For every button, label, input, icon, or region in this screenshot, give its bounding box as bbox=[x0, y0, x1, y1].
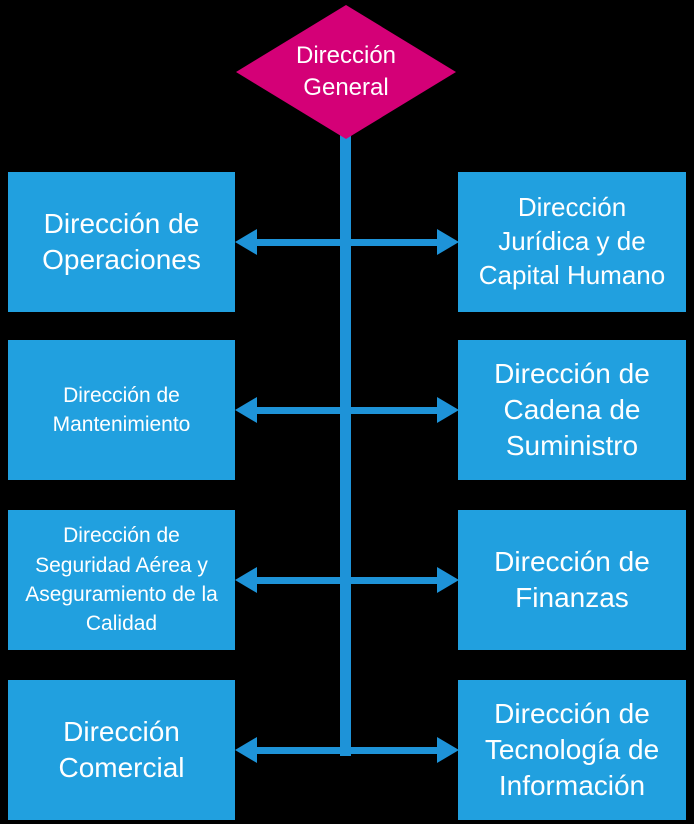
connector-shaft bbox=[257, 238, 437, 246]
arrowhead-right-icon bbox=[437, 567, 459, 593]
node-direccion-de-seguridad-aerea-y-calidad: Dirección de Seguridad Aérea y Asegurami… bbox=[8, 510, 235, 650]
arrowhead-right-icon bbox=[437, 397, 459, 423]
node-label: Dirección de Mantenimiento bbox=[52, 383, 191, 436]
node-label: Dirección de Finanzas bbox=[494, 546, 650, 613]
arrowhead-left-icon bbox=[235, 397, 257, 423]
root-node-label: Dirección General bbox=[295, 42, 397, 101]
node-label: Dirección de Cadena de Suministro bbox=[494, 358, 650, 461]
node-direccion-juridica-y-capital-humano: Dirección Jurídica y de Capital Humano bbox=[458, 172, 686, 312]
node-label: Dirección de Seguridad Aérea y Asegurami… bbox=[25, 524, 218, 636]
double-arrow-connector-row4 bbox=[235, 737, 459, 763]
double-arrow-connector-row1 bbox=[235, 229, 459, 255]
node-direccion-de-operaciones: Dirección de Operaciones bbox=[8, 172, 235, 312]
node-label: Dirección de Tecnología de Información bbox=[484, 698, 660, 801]
connector-shaft bbox=[257, 746, 437, 754]
connector-shaft bbox=[257, 576, 437, 584]
node-label: Dirección Jurídica y de Capital Humano bbox=[478, 192, 666, 290]
node-direccion-de-finanzas: Dirección de Finanzas bbox=[458, 510, 686, 650]
vertical-connector-line bbox=[340, 122, 351, 756]
root-node-direccion-general: Dirección General bbox=[236, 5, 456, 139]
arrowhead-right-icon bbox=[437, 737, 459, 763]
arrowhead-left-icon bbox=[235, 229, 257, 255]
double-arrow-connector-row3 bbox=[235, 567, 459, 593]
arrowhead-right-icon bbox=[437, 229, 459, 255]
node-label: Dirección Comercial bbox=[58, 716, 185, 783]
node-label: Dirección de Operaciones bbox=[42, 208, 201, 275]
double-arrow-connector-row2 bbox=[235, 397, 459, 423]
node-direccion-de-tecnologia-de-informacion: Dirección de Tecnología de Información bbox=[458, 680, 686, 820]
node-direccion-de-cadena-de-suministro: Dirección de Cadena de Suministro bbox=[458, 340, 686, 480]
connector-shaft bbox=[257, 406, 437, 414]
arrowhead-left-icon bbox=[235, 737, 257, 763]
node-direccion-de-mantenimiento: Dirección de Mantenimiento bbox=[8, 340, 235, 480]
node-direccion-comercial: Dirección Comercial bbox=[8, 680, 235, 820]
arrowhead-left-icon bbox=[235, 567, 257, 593]
